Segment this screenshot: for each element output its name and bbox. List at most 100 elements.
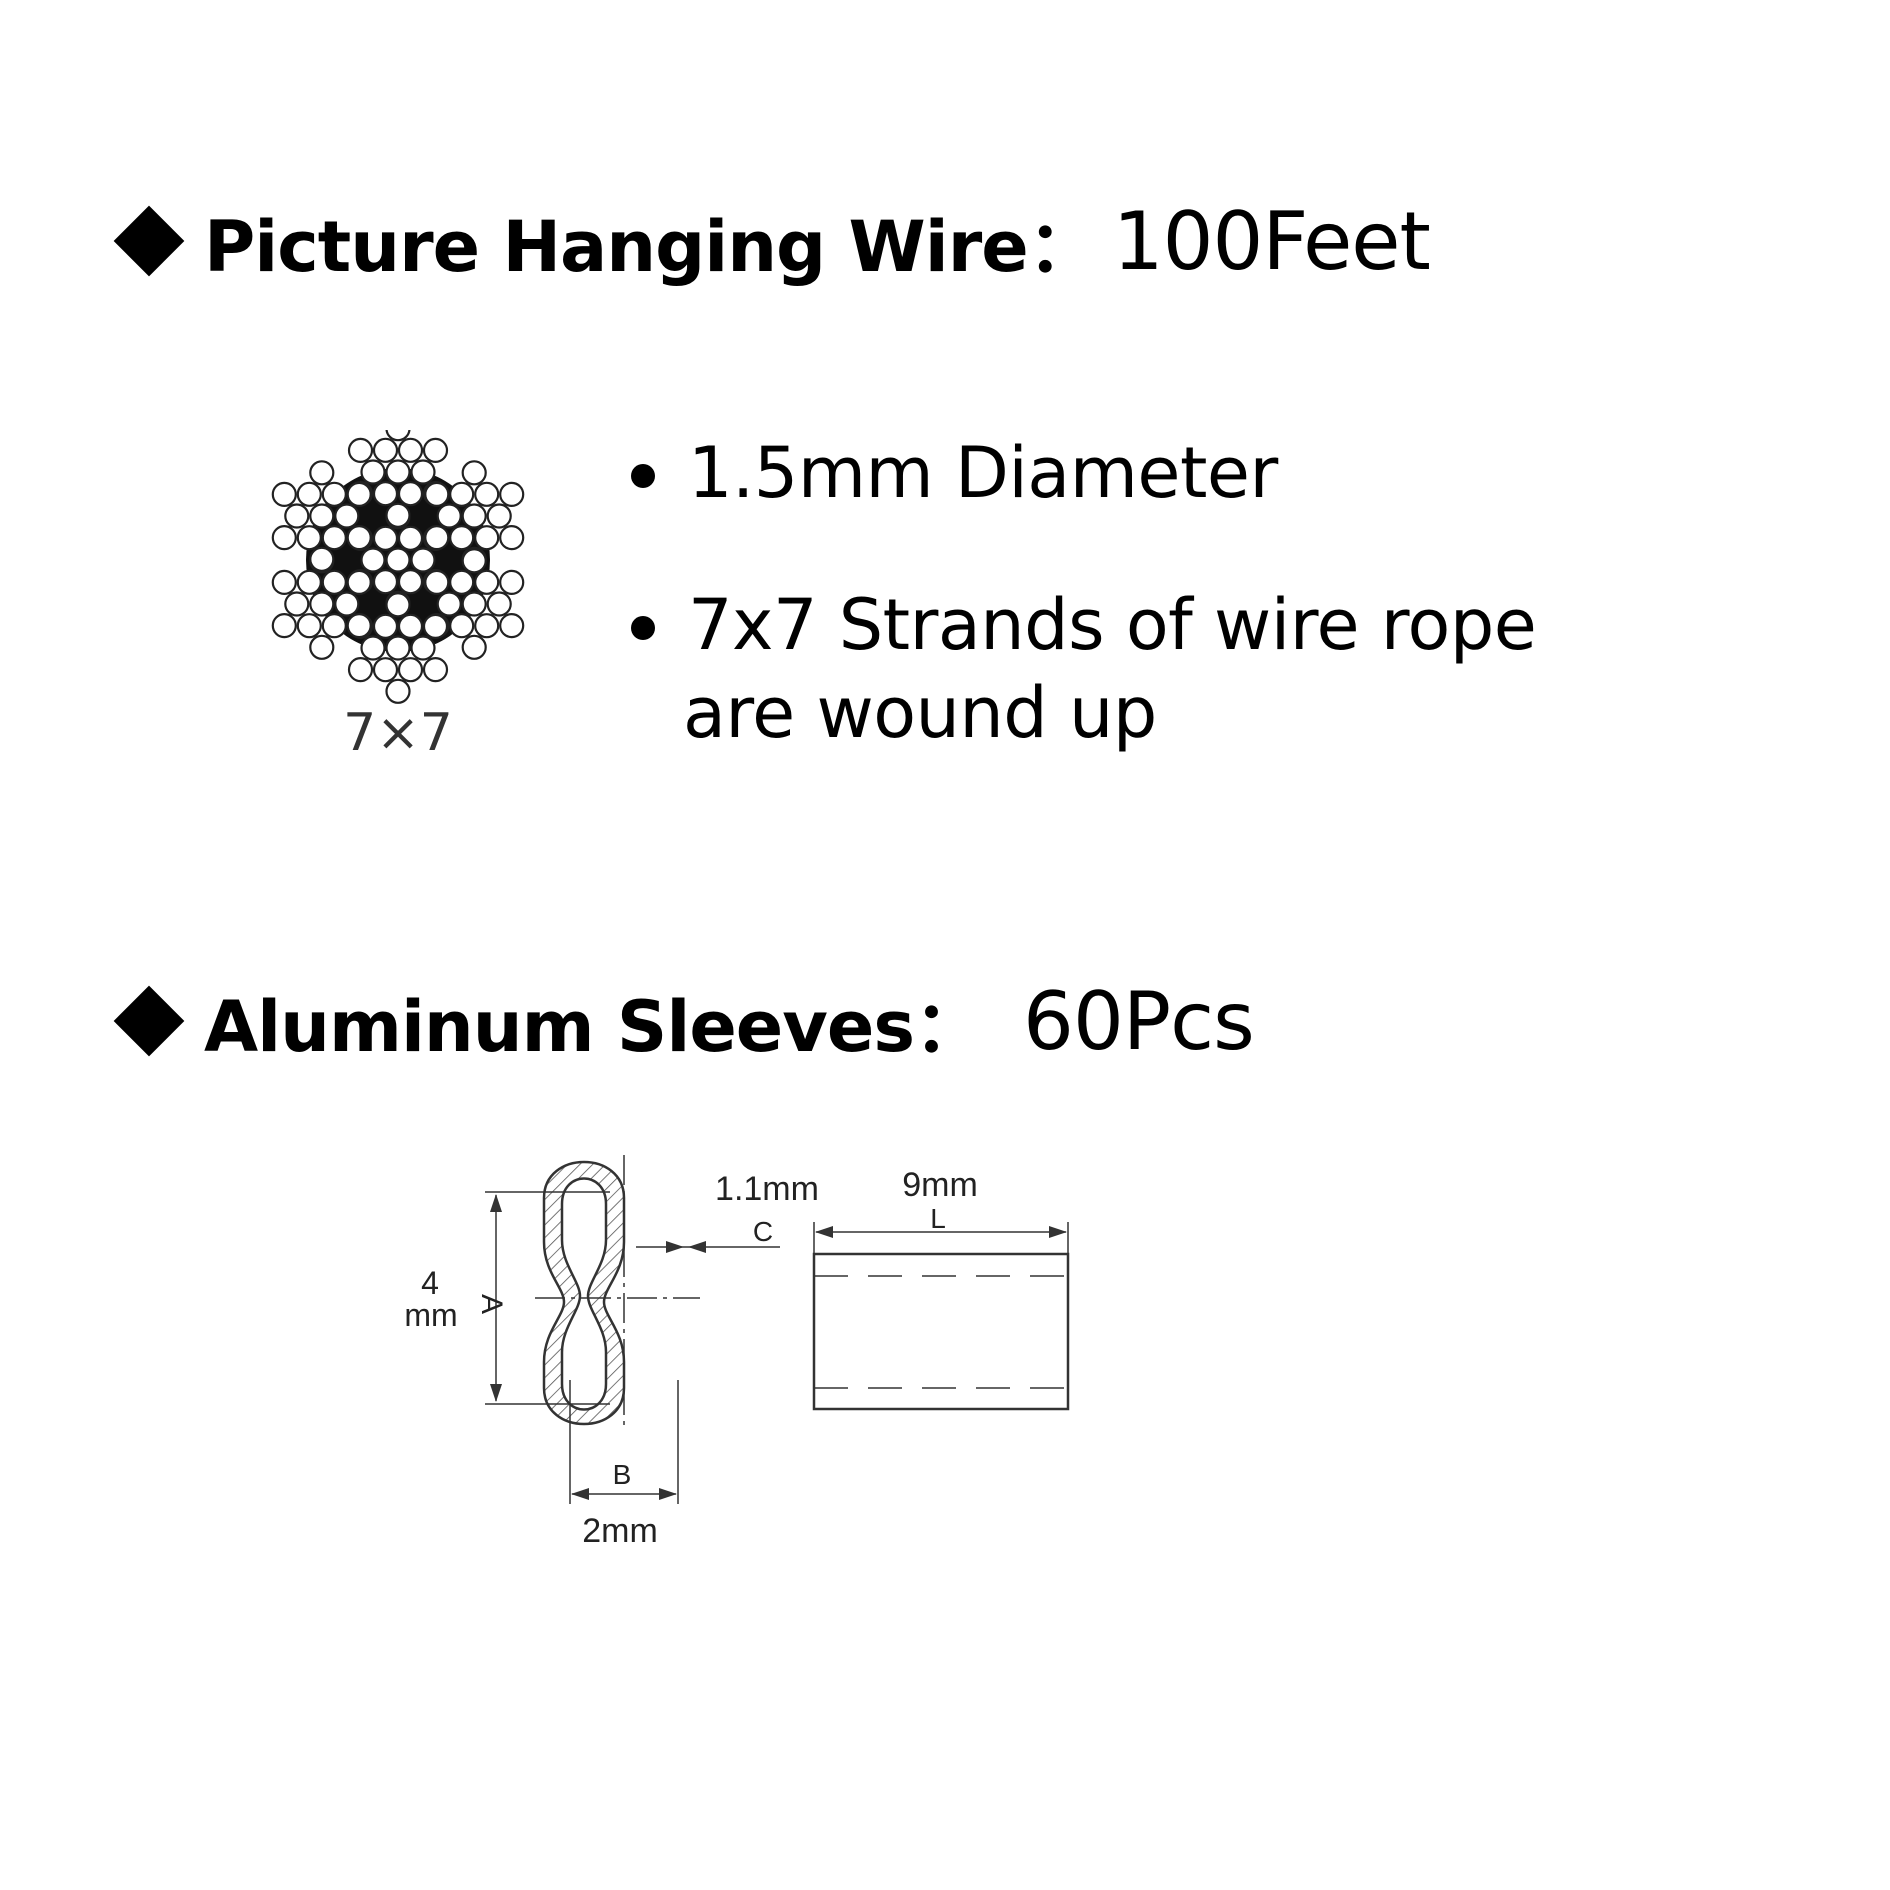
- wire-filament: [372, 569, 399, 595]
- dim-b-value: 2mm: [582, 1512, 658, 1550]
- wire-filament: [385, 459, 411, 485]
- wire-filament: [347, 437, 374, 463]
- dim-a-value: 4: [421, 1265, 439, 1301]
- diamond-bullet-icon: [113, 205, 185, 277]
- wire-filament: [385, 547, 411, 573]
- wire-bullet-strands: 7x7 Strands of wire rope: [688, 584, 1537, 666]
- wire-filament: [424, 481, 450, 508]
- wire-filament: [346, 481, 372, 508]
- wire-filament: [360, 459, 386, 485]
- wire-filament: [424, 569, 450, 595]
- dim-l-letter: L: [930, 1203, 946, 1234]
- wire-quantity: 100Feet: [1112, 194, 1431, 288]
- wire-filament: [499, 613, 525, 639]
- wire-filament: [321, 613, 347, 639]
- wire-filament: [346, 569, 372, 595]
- wire-filament: [334, 503, 360, 529]
- sleeves-quantity: 60Pcs: [1023, 974, 1255, 1068]
- wire-filament: [346, 524, 372, 551]
- wire-bullet-diameter: 1.5mm Diameter: [688, 432, 1278, 514]
- wire-filament: [397, 569, 424, 595]
- dim-a-unit: mm: [404, 1297, 457, 1333]
- dim-c-letter: C: [753, 1216, 773, 1247]
- bullet-dot-icon: [631, 616, 655, 640]
- wire-filament: [296, 569, 322, 595]
- wire-filament: [474, 569, 500, 595]
- wire-filament: [271, 481, 297, 508]
- sleeve-cross-section: [542, 1160, 626, 1426]
- strand-label: 7×7: [343, 703, 453, 763]
- wire-filament: [397, 657, 424, 683]
- wire-filament: [449, 569, 475, 595]
- wire-filament: [360, 547, 386, 573]
- wire-filament: [271, 613, 297, 639]
- wire-filament: [474, 481, 500, 507]
- wire-filament: [449, 525, 475, 551]
- wire-filament: [499, 524, 525, 551]
- wire-filament: [296, 525, 322, 551]
- dim-b-letter: B: [613, 1459, 632, 1490]
- diamond-bullet-icon: [113, 985, 185, 1057]
- bullet-dot-icon: [631, 464, 655, 488]
- wire-filament: [422, 613, 449, 639]
- sleeve-side-view: [812, 1252, 1070, 1411]
- wire-filament: [422, 437, 449, 463]
- wire-filament: [321, 569, 347, 595]
- wire-heading-label: Picture Hanging Wire：: [204, 205, 1098, 288]
- strand-bundle: [271, 430, 525, 704]
- wire-filament: [474, 525, 500, 551]
- wire-filament: [461, 503, 487, 529]
- sleeves-heading-label: Aluminum Sleeves：: [204, 985, 984, 1068]
- wire-filament: [449, 613, 475, 639]
- wire-filament: [436, 591, 462, 617]
- wire-filament: [385, 678, 411, 704]
- wire-filament: [321, 481, 347, 507]
- wire-filament: [372, 613, 399, 639]
- wire-filament: [360, 635, 386, 661]
- wire-filament: [397, 437, 424, 463]
- dim-l-value: 9mm: [902, 1166, 978, 1204]
- wire-filament: [499, 569, 525, 595]
- wire-rope-cross-section: 7×7: [271, 430, 525, 763]
- wire-filament: [372, 657, 399, 683]
- wire-filament: [410, 635, 436, 661]
- wire-filament: [449, 481, 475, 507]
- wire-filament: [309, 591, 335, 617]
- wire-filament: [309, 546, 335, 572]
- wire-filament: [372, 525, 399, 551]
- wire-filament: [309, 503, 335, 529]
- wire-filament: [309, 460, 335, 486]
- wire-filament: [424, 524, 450, 551]
- wire-filament: [321, 525, 347, 551]
- wire-filament: [309, 634, 335, 660]
- dim-c-value: 1.1mm: [715, 1170, 819, 1208]
- wire-filament: [284, 591, 310, 617]
- wire-filament: [347, 657, 374, 683]
- sleeve-technical-drawing: A 4 mm B 2mm C 1.1mm L 9mm: [404, 1155, 1070, 1550]
- dim-a-letter: A: [475, 1294, 508, 1314]
- wire-filament: [410, 547, 436, 573]
- wire-filament: [334, 591, 360, 617]
- wire-filament: [422, 657, 449, 683]
- wire-filament: [410, 459, 436, 485]
- wire-bullet-strands-cont: are wound up: [683, 672, 1157, 754]
- wire-filament: [296, 481, 322, 507]
- sleeves-heading: Aluminum Sleeves： 60Pcs: [112, 974, 1255, 1068]
- wire-filament: [474, 613, 500, 639]
- wire-filament: [385, 592, 411, 618]
- wire-filament: [385, 430, 411, 442]
- wire-filament: [397, 525, 424, 551]
- wire-filament: [271, 524, 297, 551]
- wire-filament: [372, 437, 399, 463]
- wire-filament: [385, 502, 411, 528]
- wire-filament: [397, 481, 424, 507]
- wire-filament: [486, 591, 512, 617]
- wire-filament: [372, 481, 399, 507]
- wire-filament: [486, 503, 512, 529]
- wire-filament: [461, 460, 487, 486]
- wire-filament: [296, 613, 322, 639]
- wire-filament: [346, 613, 372, 639]
- wire-filament: [461, 548, 487, 574]
- wire-filament: [499, 481, 525, 508]
- wire-filament: [284, 503, 310, 529]
